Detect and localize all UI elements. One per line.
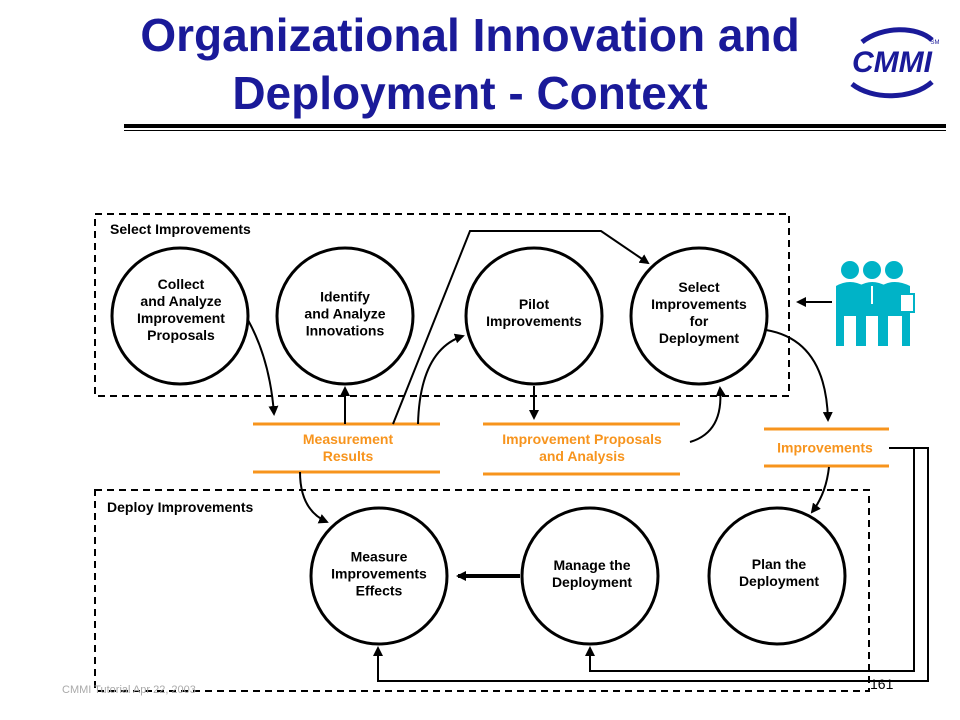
title-rule	[124, 124, 946, 128]
footer-text: CMMI Tutorial Apr 22, 2003	[62, 684, 196, 696]
pilot-node-label: Pilot Improvements	[486, 296, 582, 329]
measure-node-circle	[309, 506, 449, 646]
page-number: 161	[870, 676, 894, 692]
identify-node-circle	[275, 246, 415, 386]
select-node-label: Select Improvements for Deployment	[651, 279, 747, 346]
improvements-feedback-lines	[373, 447, 929, 682]
arrow-improvements-to-plan	[810, 466, 830, 514]
collect-node-label: Collect and Analyze Improvement Proposal…	[137, 276, 225, 343]
identify-node-label: Identify and Analyze Innovations	[304, 288, 386, 339]
logo-text: CMMI	[852, 46, 933, 79]
improvements-store-bars	[764, 427, 889, 468]
manage-node-circle	[520, 506, 660, 646]
select-improvements-region	[94, 213, 790, 397]
page-title: Organizational Innovation and Deployment…	[100, 6, 840, 122]
improvement-proposals-label: Improvement Proposals and Analysis	[502, 431, 662, 464]
title-line-2: Deployment - Context	[232, 67, 708, 119]
title-line-1: Organizational Innovation and	[140, 9, 800, 61]
people-group-icon	[836, 261, 915, 346]
plan-node-label: Plan the Deployment	[738, 556, 820, 589]
loop-to-manage	[585, 447, 915, 672]
proposals-store-bars	[483, 422, 680, 476]
select-region-label: Select Improvements	[110, 221, 251, 237]
manage-node-label: Manage the Deployment	[551, 557, 633, 590]
plan-node-circle	[707, 506, 847, 646]
arrow-measurement-to-pilot	[417, 333, 465, 425]
arrow-select-to-improvements	[765, 329, 833, 422]
title-rule-thin	[124, 130, 946, 131]
measurement-results-label: Measurement Results	[302, 431, 394, 464]
arrow-measurement-to-select	[392, 230, 650, 425]
select-node-circle	[629, 246, 769, 386]
arrow-collect-to-measurement	[247, 319, 279, 416]
measurement-store-bars	[253, 422, 440, 474]
arrow-proposals-to-select	[689, 386, 726, 443]
deploy-improvements-region	[94, 489, 870, 692]
measure-node-label: Measure Improvements Effects	[331, 548, 427, 599]
collect-node-circle	[110, 246, 250, 386]
cmmi-logo: CMMI SM	[850, 27, 940, 99]
arrow-measurement-to-measure	[299, 471, 329, 524]
flow-arrows	[247, 230, 833, 524]
logo-tm: SM	[931, 40, 940, 46]
pilot-node-circle	[464, 246, 604, 386]
deploy-region-label: Deploy Improvements	[107, 499, 254, 515]
improvements-label: Improvements	[777, 439, 873, 456]
